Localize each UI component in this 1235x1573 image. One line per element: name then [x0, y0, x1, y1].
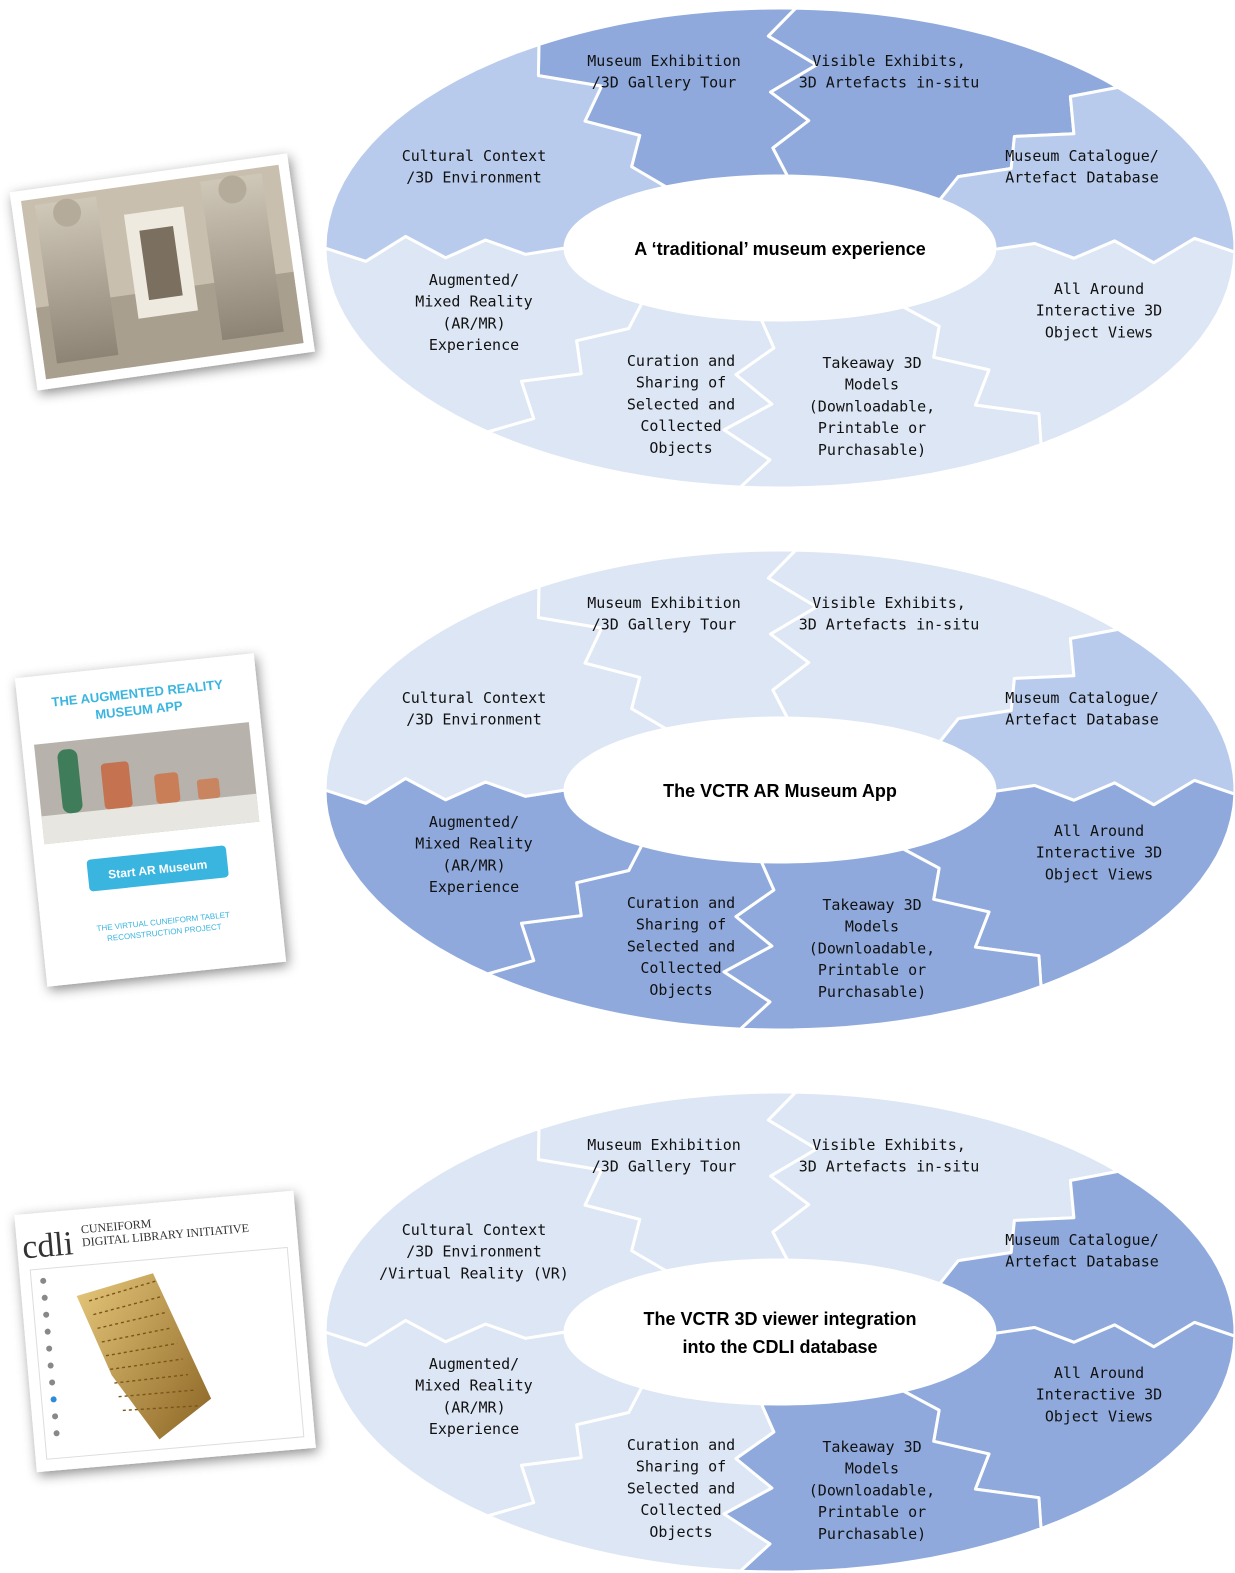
- lamassu-statue-left: [34, 196, 119, 364]
- cuneiform-tablet-3d[interactable]: [75, 1269, 214, 1445]
- segment-label-left-upper: Cultural Context/3D Environment: [402, 147, 547, 187]
- cdli-logo: cdli: [21, 1225, 75, 1266]
- viewer-tool-icon[interactable]: [49, 1379, 56, 1386]
- panel-traditional: Museum Exhibition/3D Gallery Tour Visible…: [323, 6, 1235, 490]
- viewer-tool-icon[interactable]: [46, 1345, 53, 1352]
- segment-left-upper: [323, 43, 668, 263]
- center-ellipse: [567, 178, 993, 318]
- viewer-tool-icon[interactable]: [53, 1430, 60, 1437]
- segment-ring: [323, 1090, 1235, 1573]
- segment-label-top-right: Visible Exhibits,3D Artefacts in-situ: [799, 1136, 980, 1176]
- center-title: A ‘traditional’ museum experience: [634, 239, 925, 259]
- viewer-tool-icon[interactable]: [47, 1362, 54, 1369]
- segment-label-top-left: Museum Exhibition/3D Gallery Tour: [587, 52, 741, 92]
- segment-left-upper: [323, 1127, 668, 1347]
- segment-label-left-lower: Augmented/Mixed Reality(AR/MR)Experience: [415, 813, 532, 896]
- viewer-tool-icon[interactable]: [43, 1311, 50, 1318]
- segment-ring: [323, 548, 1235, 1032]
- segment-label-right-upper: Museum Catalogue/Artefact Database: [1005, 1231, 1159, 1271]
- segment-ring: [323, 6, 1235, 490]
- segment-label-right-upper: Museum Catalogue/Artefact Database: [1005, 689, 1159, 729]
- segment-label-left-upper: Cultural Context/3D Environment/Virtual …: [379, 1221, 569, 1282]
- center-ellipse: [567, 1262, 993, 1402]
- segment-label-right-upper: Museum Catalogue/Artefact Database: [1005, 147, 1159, 187]
- viewer-tool-icon[interactable]: [52, 1413, 59, 1420]
- center-title: The VCTR AR Museum App: [663, 781, 897, 801]
- viewer-tool-icon[interactable]: [44, 1328, 51, 1335]
- thumbnail-traditional: [9, 153, 315, 391]
- segment-label-top-right: Visible Exhibits,3D Artefacts in-situ: [799, 52, 980, 92]
- start-ar-museum-button[interactable]: [86, 845, 229, 892]
- segment-label-top-right: Visible Exhibits,3D Artefacts in-situ: [799, 594, 980, 634]
- panel-cdli: Museum Exhibition/3D Gallery Tour Visible…: [323, 1090, 1235, 1573]
- lamassu-statue-right: [200, 173, 284, 341]
- panel-ar-app: Museum Exhibition/3D Gallery Tour Visible…: [323, 548, 1235, 1032]
- segment-label-left-lower: Augmented/Mixed Reality(AR/MR)Experience: [415, 271, 532, 354]
- viewer-tool-icon[interactable]: [50, 1396, 57, 1403]
- segment-label-left-upper: Cultural Context/3D Environment: [402, 689, 547, 729]
- viewer-tool-icon[interactable]: [41, 1294, 48, 1302]
- center-ellipse: [567, 720, 993, 860]
- segment-label-top-left: Museum Exhibition/3D Gallery Tour: [587, 594, 741, 634]
- viewer-tool-icon[interactable]: [40, 1277, 47, 1285]
- segment-label-left-lower: Augmented/Mixed Reality(AR/MR)Experience: [415, 1355, 532, 1438]
- segment-label-top-left: Museum Exhibition/3D Gallery Tour: [587, 1136, 741, 1176]
- segment-left-upper: [323, 585, 668, 805]
